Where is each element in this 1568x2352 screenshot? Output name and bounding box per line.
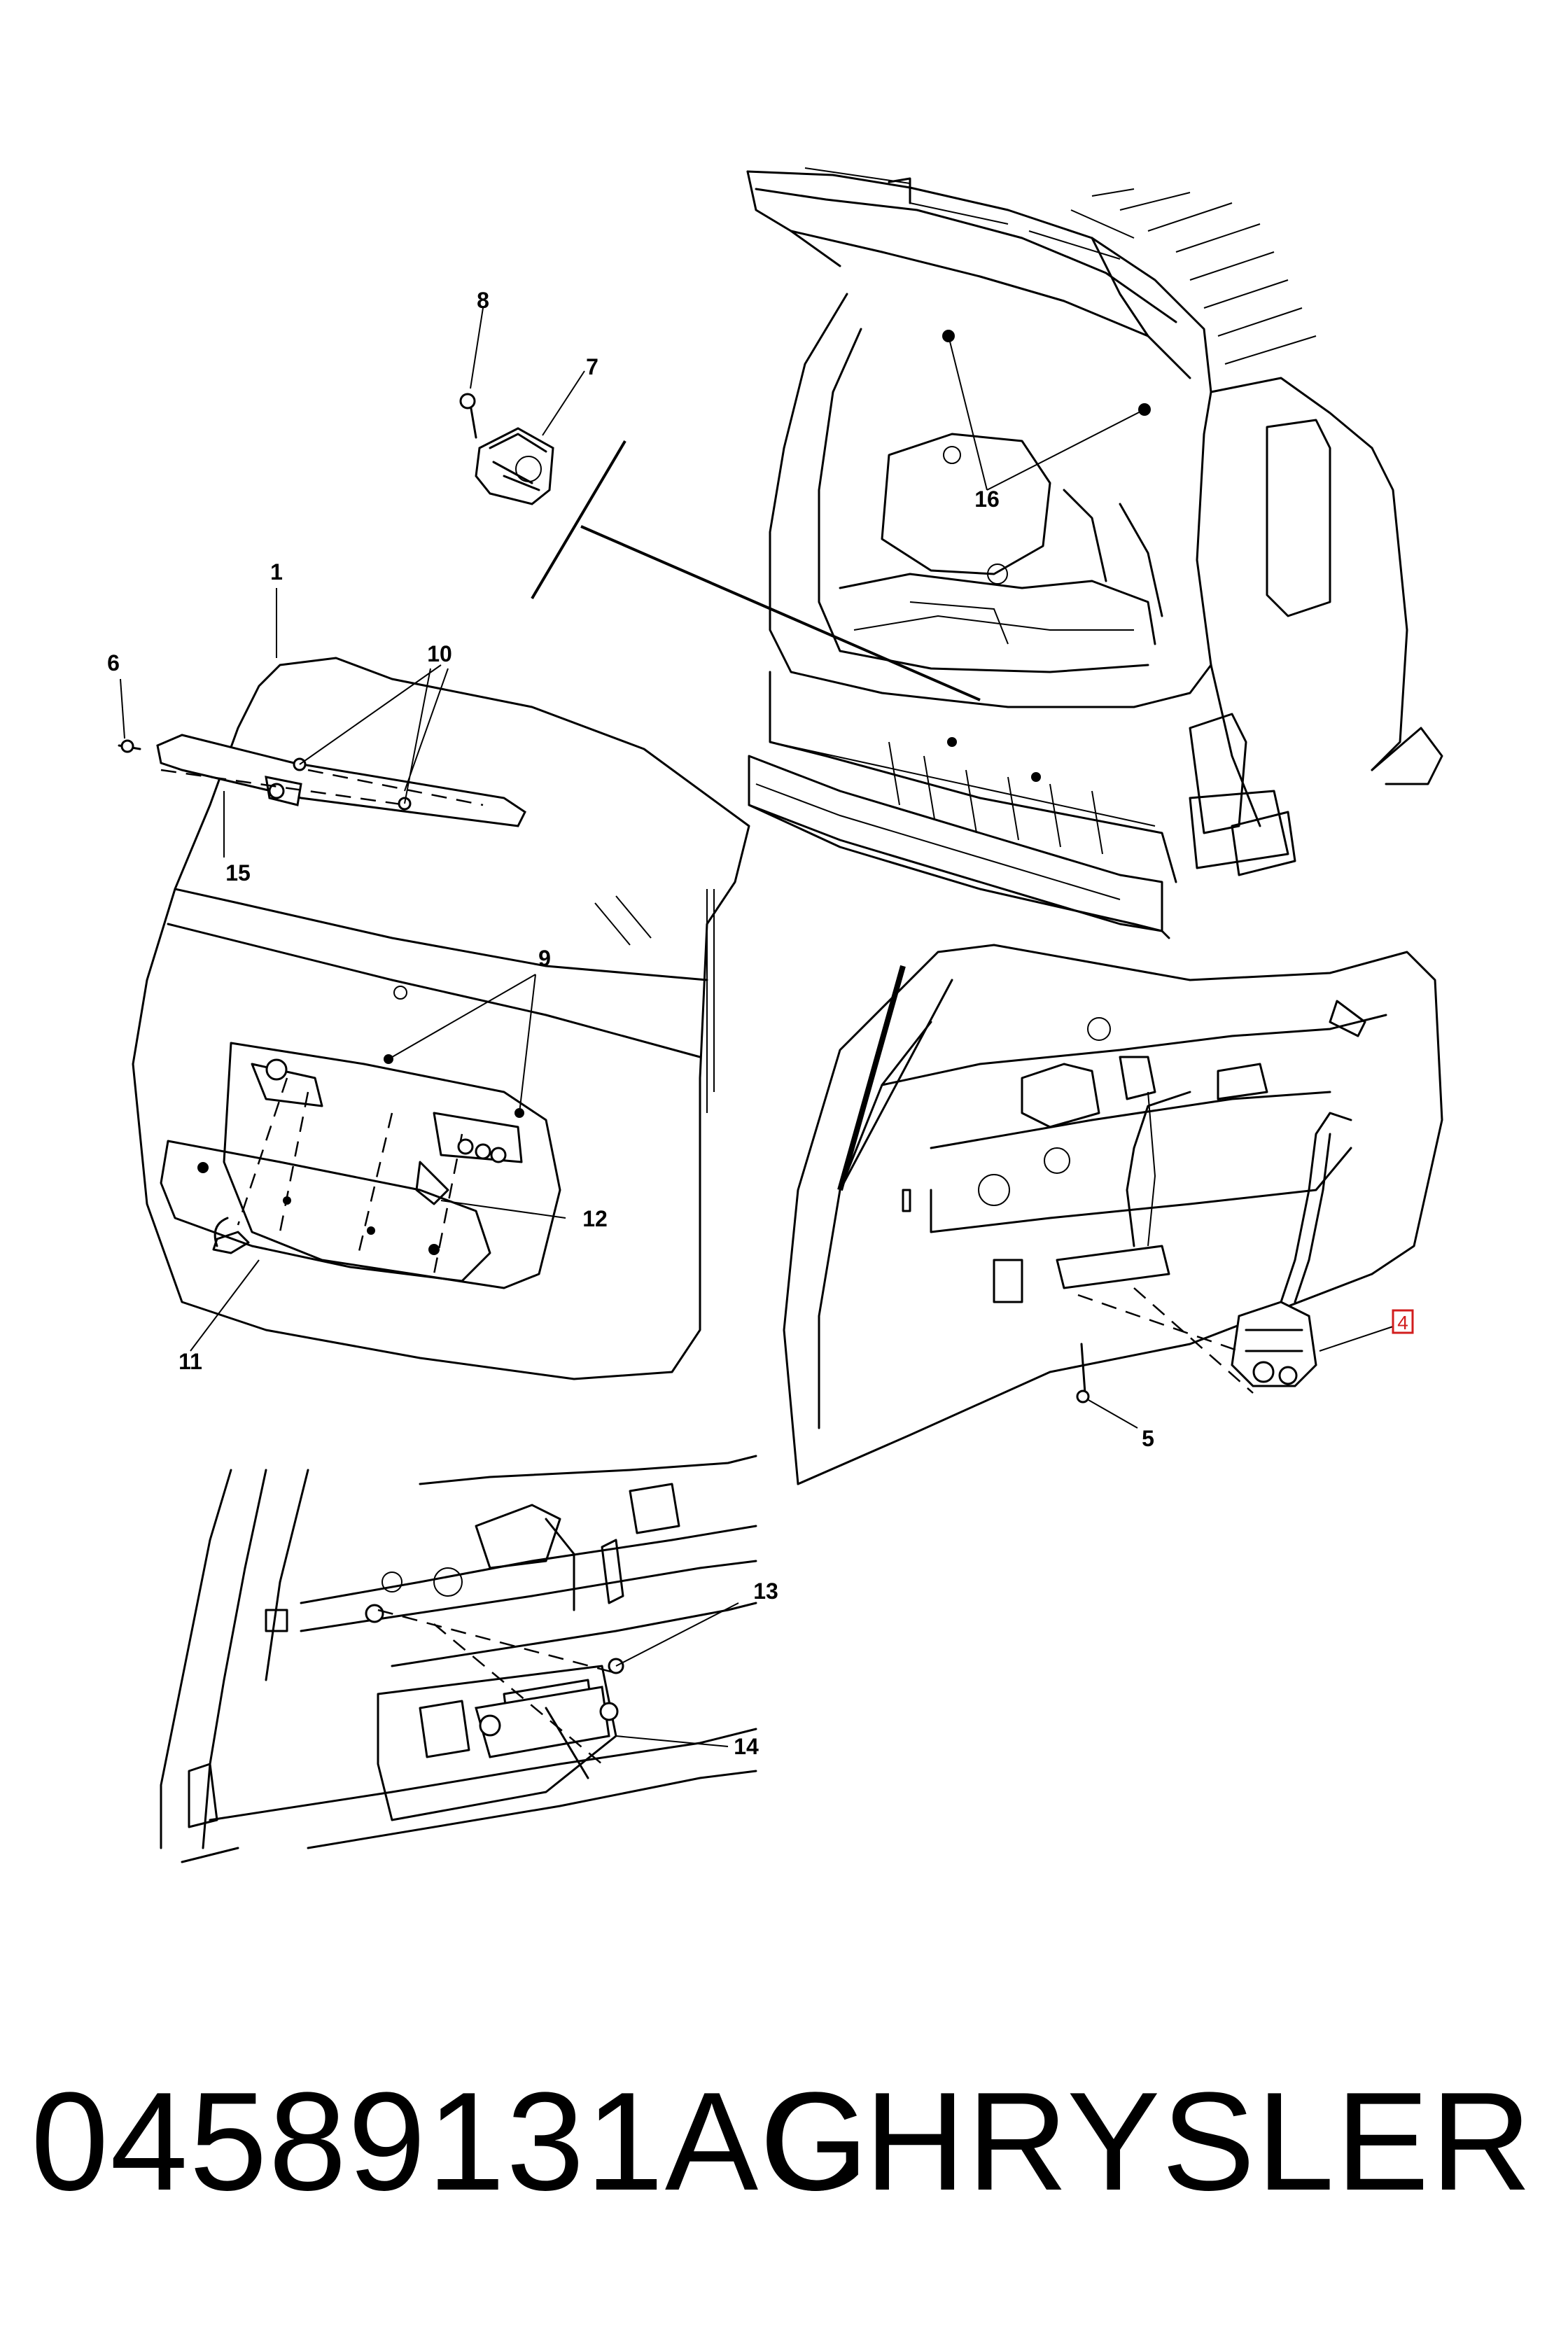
callout-7: 7	[586, 354, 598, 379]
callout-12: 12	[582, 1206, 608, 1231]
callout-9: 9	[538, 946, 551, 971]
callout-11: 11	[178, 1349, 202, 1374]
caption-bar: 04589131AG CHRYSLER	[0, 2051, 1568, 2233]
liftgate-interior-handle-illustration	[160, 1455, 757, 1863]
liftgate-exterior-illustration	[118, 657, 750, 1380]
vehicle-rear-illustration	[531, 167, 1443, 939]
callout-1: 1	[270, 559, 283, 584]
callout-4: 4	[1397, 1312, 1408, 1334]
callouts: 8 7 1 6 10 15 16 9 12 11 5 13 14 4	[107, 288, 1414, 1759]
callout-16: 16	[974, 486, 1000, 512]
striker-assembly	[459, 393, 554, 505]
manufacturer-name: CHRYSLER	[762, 2064, 1533, 2220]
callout-6: 6	[107, 650, 120, 676]
callout-5: 5	[1142, 1426, 1154, 1451]
callout-13: 13	[753, 1578, 778, 1604]
callout-15: 15	[225, 860, 251, 886]
liftgate-interior-latch-illustration	[783, 944, 1443, 1485]
callout-10: 10	[427, 641, 452, 666]
callout-8: 8	[477, 288, 489, 313]
leader-lines	[120, 307, 1145, 1352]
callout-4-highlight[interactable]: 4	[1392, 1309, 1414, 1334]
callout-14: 14	[734, 1734, 759, 1759]
part-number: 04589131AG	[31, 2064, 870, 2220]
exploded-parts-diagram: 8 7 1 6 10 15 16 9 12 11 5 13 14 4	[107, 167, 1443, 1863]
